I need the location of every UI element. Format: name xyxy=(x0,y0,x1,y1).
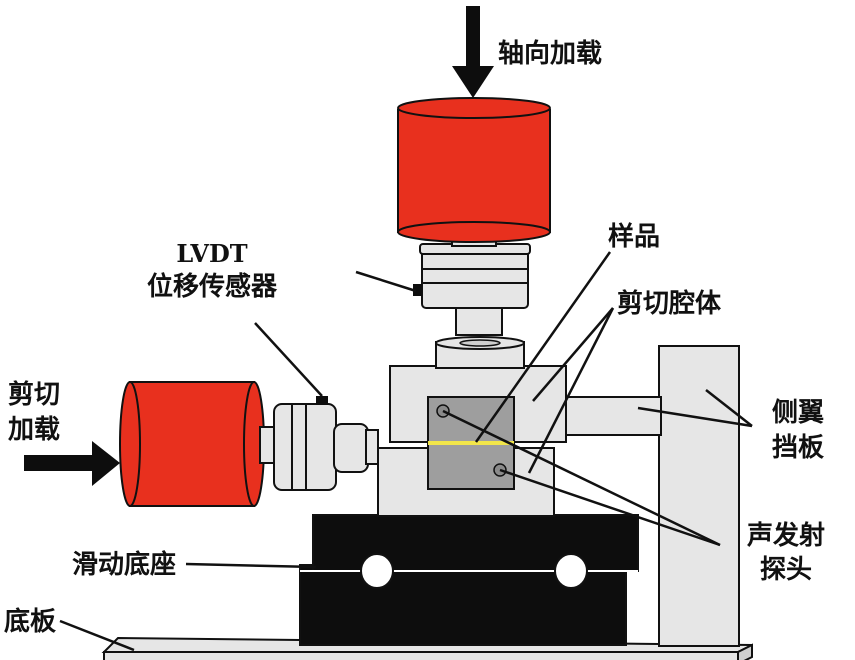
shear-load-arrow xyxy=(24,441,120,486)
lvdt-marker-horizontal xyxy=(316,396,328,405)
label-sliding-base: 滑动底座 xyxy=(72,549,176,580)
label-ae-probe-line1: 声发射 xyxy=(747,520,825,551)
shear-actuator xyxy=(119,381,283,507)
leader-lines xyxy=(59,251,753,652)
shear-lvdt-stack xyxy=(273,396,379,491)
label-shear-load-line2: 加载 xyxy=(8,415,60,445)
axial-actuator xyxy=(397,97,551,243)
label-sample: 样品 xyxy=(608,221,660,252)
roller-left xyxy=(360,553,394,589)
labels: 轴向加载 LVDT 位移传感器 样品 剪切腔体 剪切 加载 侧翼 挡板 声发射 … xyxy=(4,38,825,637)
label-lvdt-line1: LVDT xyxy=(176,239,247,268)
label-shear-cavity: 剪切腔体 xyxy=(617,288,722,319)
sliding-base xyxy=(299,514,639,646)
label-shear-load-line1: 剪切 xyxy=(8,379,60,410)
label-side-baffle-line2: 挡板 xyxy=(772,433,824,463)
roller-right xyxy=(554,553,588,589)
side-baffle-post xyxy=(658,345,740,647)
sample-block xyxy=(427,396,515,490)
label-base-plate: 底板 xyxy=(4,606,56,637)
label-ae-probe-line2: 探头 xyxy=(760,555,812,585)
label-lvdt-line2: 位移传感器 xyxy=(147,271,278,302)
axial-load-arrow xyxy=(452,6,494,98)
axial-lvdt-stack xyxy=(413,227,531,336)
label-axial-load: 轴向加载 xyxy=(498,38,602,69)
axial-platen xyxy=(435,336,525,369)
lvdt-marker-vertical xyxy=(413,284,422,296)
side-baffle-arm xyxy=(564,396,662,436)
label-side-baffle-line1: 侧翼 xyxy=(772,398,824,428)
